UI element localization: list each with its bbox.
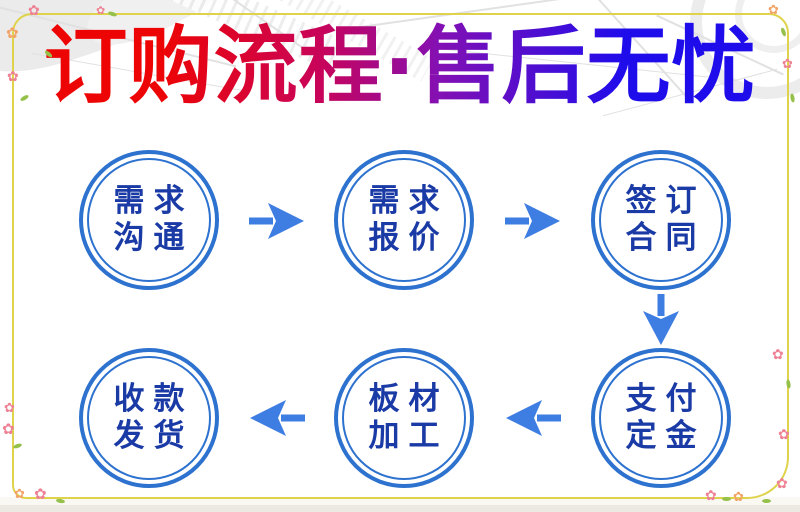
arrow-right-icon [505, 203, 560, 239]
page-title: 订购流程·售后无忧 [0, 22, 800, 110]
bottom-edge-band [0, 505, 800, 512]
bottom-margin [0, 497, 800, 505]
flow-step-5-ring: 板材 加工 [342, 356, 466, 480]
flow-step-1-line1: 需求 [113, 183, 194, 220]
flow-step-1: 需求 沟通 [79, 150, 219, 290]
flow-step-3-ring: 签订 合同 [599, 158, 723, 282]
flow-step-1-ring: 需求 沟通 [87, 158, 211, 282]
flow-step-6-line2: 发货 [113, 418, 194, 454]
flow-step-6-label: 收款 发货 [105, 381, 194, 454]
flower-icon: ✿ [776, 476, 788, 492]
flow-step-4-line2: 定金 [625, 418, 706, 454]
flower-icon: ✿ [2, 420, 15, 438]
flower-icon: ✿ [778, 427, 790, 443]
flow-step-4: 支付 定金 [591, 348, 731, 488]
flow-step-3-line2: 合同 [625, 220, 706, 256]
flow-step-5-label: 板材 加工 [360, 381, 449, 454]
flow-step-6-ring: 收款 发货 [87, 356, 211, 480]
flow-step-4-line1: 支付 [625, 381, 706, 418]
flow-step-2-line1: 需求 [368, 183, 449, 220]
flow-step-3-label: 签订 合同 [617, 183, 706, 256]
background-sketch-icon [0, 0, 800, 150]
flow-step-5-line2: 加工 [368, 418, 449, 454]
flow-step-5: 板材 加工 [334, 348, 474, 488]
leaf-icon [785, 379, 792, 389]
flow-step-2-line2: 报价 [368, 220, 449, 256]
flow-step-6: 收款 发货 [79, 348, 219, 488]
flow-step-2-ring: 需求 报价 [342, 158, 466, 282]
flow-step-4-ring: 支付 定金 [599, 356, 723, 480]
flow-step-2: 需求 报价 [334, 150, 474, 290]
flow-step-4-label: 支付 定金 [617, 381, 706, 454]
arrow-left-icon [250, 400, 305, 436]
flow-step-3-line1: 签订 [625, 183, 706, 220]
flower-icon: ✿ [4, 401, 15, 416]
flower-icon: ✿ [772, 347, 784, 363]
flow-step-3: 签订 合同 [591, 150, 731, 290]
flow-step-1-label: 需求 沟通 [105, 183, 194, 256]
leaf-icon [12, 442, 23, 450]
flow-step-5-line1: 板材 [368, 381, 449, 418]
arrow-right-icon [249, 203, 304, 239]
arrow-left-icon [506, 400, 561, 436]
flow-step-1-line2: 沟通 [113, 220, 194, 256]
flow-step-2-label: 需求 报价 [360, 183, 449, 256]
arrow-down-icon [643, 294, 679, 345]
flow-step-6-line1: 收款 [113, 381, 194, 418]
sketch-paper-roll-shape [735, 0, 800, 53]
